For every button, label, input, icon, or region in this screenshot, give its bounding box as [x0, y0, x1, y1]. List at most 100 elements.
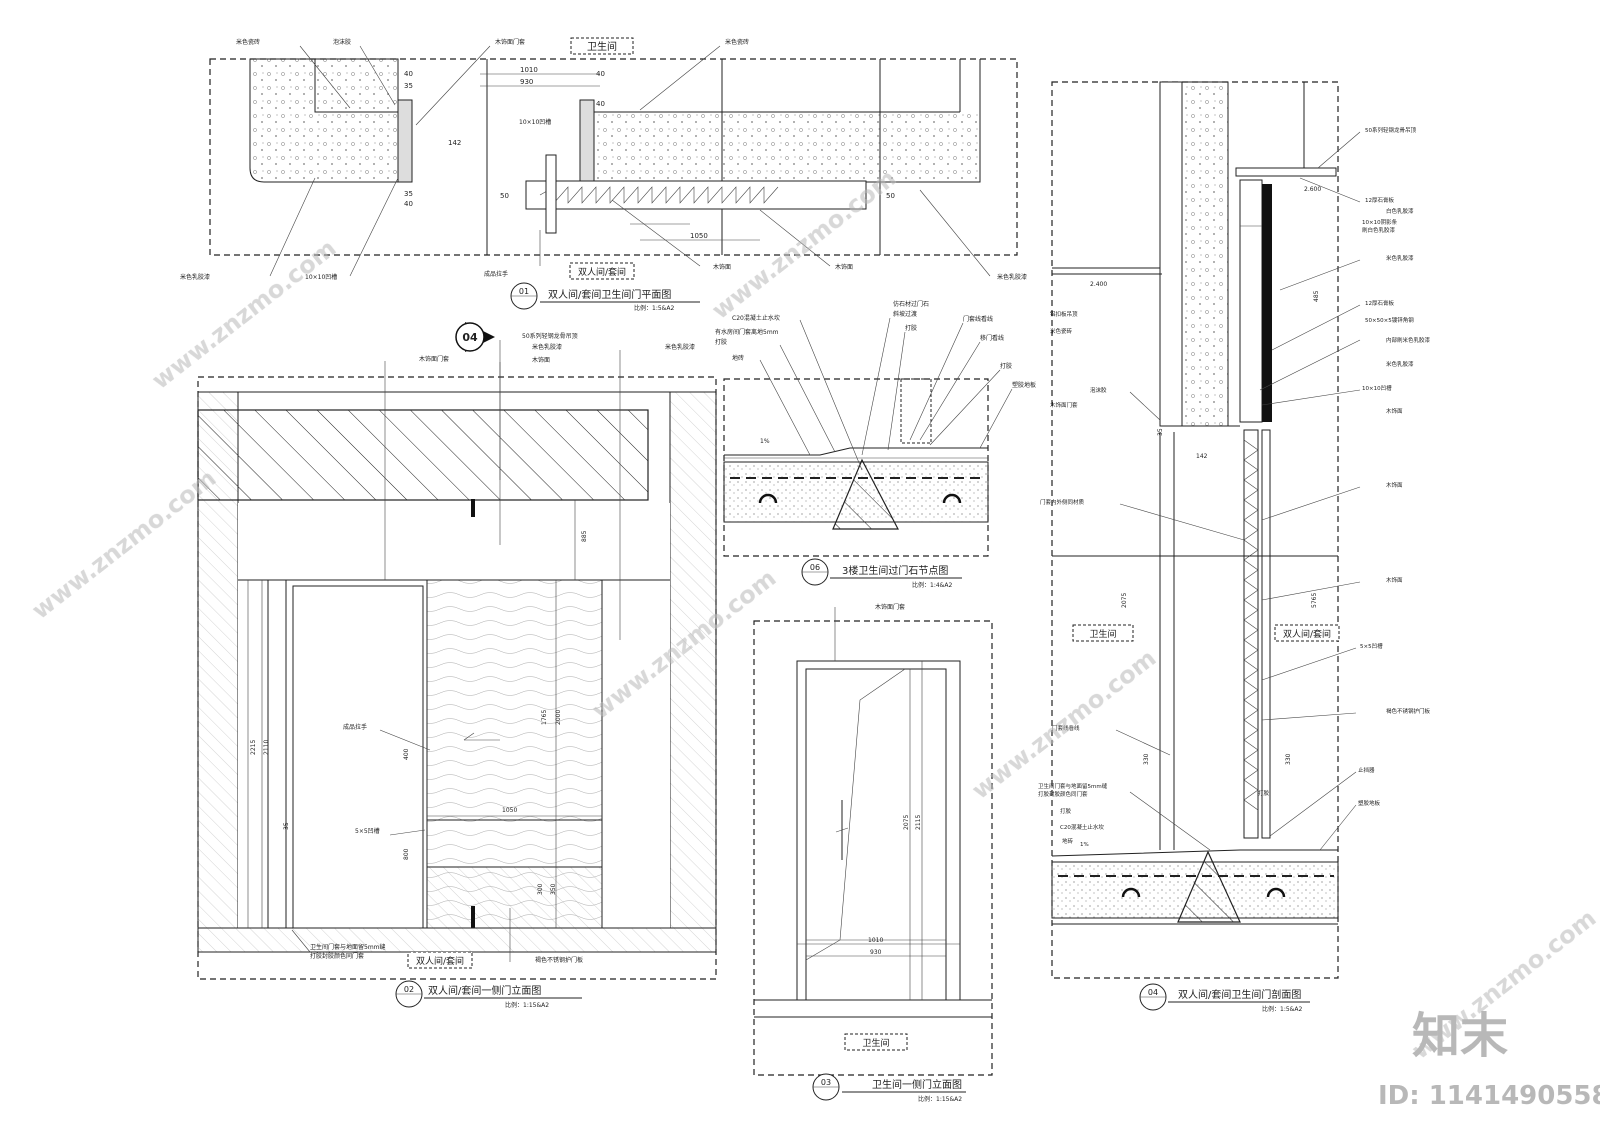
svg-text:1010: 1010: [868, 937, 883, 944]
section-04-notes-left: 铝扣板吊顶 米色瓷砖 泡沫胶 木饰面门套 门套内外侧同材质 门套线看线 卫生间门…: [1038, 310, 1270, 848]
svg-text:米色瓷砖: 米色瓷砖: [1050, 327, 1073, 335]
svg-text:木饰面: 木饰面: [1386, 576, 1403, 584]
title-block-04: 04 双人间/套间卫生间门剖面图 比例：1:5&A2: [1139, 983, 1310, 1013]
svg-text:双人间/套间卫生间门剖面图: 双人间/套间卫生间门剖面图: [1178, 988, 1301, 1001]
title-block-01: 01 双人间/套间卫生间门平面图 比例：1:5&A2: [510, 282, 700, 312]
svg-text:知末: 知末: [1412, 1008, 1508, 1064]
svg-text:www.znzmo.com: www.znzmo.com: [26, 464, 221, 625]
svg-text:3楼卫生间过门石节点图: 3楼卫生间过门石节点图: [842, 564, 948, 577]
svg-text:485: 485: [1313, 290, 1320, 302]
svg-text:止挡器: 止挡器: [1358, 766, 1375, 774]
plan-drawing-01: [209, 58, 1018, 256]
svg-text:2.400: 2.400: [1090, 281, 1107, 288]
svg-text:斜坡过渡: 斜坡过渡: [893, 310, 917, 318]
svg-text:885: 885: [581, 530, 588, 542]
svg-text:打胶: 打胶: [715, 338, 727, 346]
svg-text:50系列轻钢龙骨吊顶: 50系列轻钢龙骨吊顶: [522, 332, 578, 340]
svg-text:400: 400: [403, 748, 410, 760]
plan-notes: 米色瓷砖 泡沫胶 木饰面门套 米色瓷砖 10×10凹槽 米色乳胶漆 10×10凹…: [180, 38, 1027, 281]
svg-text:卫生间: 卫生间: [1089, 628, 1116, 640]
svg-text:10×10凹槽: 10×10凹槽: [1362, 384, 1392, 392]
svg-text:打胶封胶颜色同门套: 打胶封胶颜色同门套: [310, 952, 364, 960]
svg-text:50×50×5镀锌角钢: 50×50×5镀锌角钢: [1365, 316, 1414, 324]
svg-text:06: 06: [810, 563, 820, 572]
svg-text:03: 03: [821, 1078, 831, 1087]
svg-text:打胶: 打胶: [905, 324, 917, 332]
svg-text:褐色不锈钢护门板: 褐色不锈钢护门板: [1386, 707, 1431, 715]
svg-text:木饰面门套: 木饰面门套: [875, 603, 905, 611]
svg-text:35: 35: [1157, 428, 1164, 436]
section-04-dimensions: 2.600 2.400 142 35 485 2075 5765 330 330: [1090, 186, 1321, 765]
svg-text:www.znzmo.com: www.znzmo.com: [966, 644, 1161, 805]
svg-text:1%: 1%: [1080, 842, 1089, 848]
svg-text:打胶: 打胶: [1000, 362, 1012, 370]
svg-text:米色乳胶漆: 米色乳胶漆: [180, 273, 210, 281]
svg-text:2110: 2110: [263, 740, 270, 755]
svg-text:350: 350: [550, 883, 557, 895]
svg-text:04: 04: [1148, 988, 1158, 997]
svg-text:内部刷米色乳胶漆: 内部刷米色乳胶漆: [1386, 336, 1431, 344]
svg-text:ID: 1141490558: ID: 1141490558: [1378, 1081, 1600, 1111]
elev03-room-label: 卫生间: [844, 1033, 908, 1051]
svg-text:10×10凹槽: 10×10凹槽: [305, 273, 337, 281]
svg-text:930: 930: [520, 78, 533, 86]
svg-text:双人间/套间卫生间门平面图: 双人间/套间卫生间门平面图: [548, 288, 671, 301]
svg-text:40: 40: [596, 70, 605, 78]
svg-text:2075: 2075: [1121, 593, 1128, 608]
svg-text:木饰面: 木饰面: [1386, 407, 1403, 415]
svg-text:木饰面: 木饰面: [532, 356, 550, 364]
svg-text:双人间/套间: 双人间/套间: [416, 955, 464, 967]
svg-text:2215: 2215: [250, 740, 257, 755]
elevation-03-dimensions: 1010 930 2075 2115: [868, 815, 922, 956]
svg-text:移门看线: 移门看线: [980, 334, 1004, 342]
svg-text:木饰面门套: 木饰面门套: [419, 355, 449, 363]
plan-dimensions: 40 35 142 35 40 1010 930 40 40 50 1050 5…: [404, 66, 895, 240]
svg-text:门套内外侧同材质: 门套内外侧同材质: [1040, 498, 1085, 506]
svg-text:双人间/套间一侧门立面图: 双人间/套间一侧门立面图: [428, 984, 541, 997]
svg-text:比例：1:15&A2: 比例：1:15&A2: [918, 1095, 962, 1103]
title-block-03: 03 卫生间一侧门立面图 比例：1:15&A2: [812, 1073, 966, 1103]
svg-text:1765: 1765: [541, 710, 548, 725]
svg-text:35: 35: [404, 82, 413, 90]
svg-text:50系列轻钢龙骨吊顶: 50系列轻钢龙骨吊顶: [1365, 126, 1416, 134]
svg-text:01: 01: [519, 287, 529, 296]
svg-text:塑胶地板: 塑胶地板: [1012, 381, 1036, 389]
svg-text:比例：1:4&A2: 比例：1:4&A2: [912, 581, 952, 589]
logo-watermark: 知末 ID: 1141490558: [1378, 1008, 1600, 1111]
room-label-double-suite: 双人间/套间: [578, 266, 626, 278]
svg-text:木饰面门套: 木饰面门套: [495, 38, 525, 46]
svg-text:卫生间: 卫生间: [862, 1037, 889, 1049]
svg-text:塑胶地板: 塑胶地板: [1358, 799, 1381, 807]
svg-text:米色瓷砖: 米色瓷砖: [725, 38, 749, 46]
svg-text:C20混凝土止水坎: C20混凝土止水坎: [732, 314, 780, 322]
svg-text:330: 330: [1285, 753, 1292, 765]
svg-text:1010: 1010: [520, 66, 538, 74]
svg-text:米色乳胶漆: 米色乳胶漆: [997, 273, 1027, 281]
svg-text:1050: 1050: [690, 232, 708, 240]
svg-text:泡沫胶: 泡沫胶: [333, 38, 351, 46]
elevation-02-dimensions: 2215 2110 400 1050 800 300 350 885 1765 …: [250, 530, 588, 895]
svg-text:40: 40: [404, 70, 413, 78]
svg-text:木饰面门套: 木饰面门套: [1050, 401, 1078, 409]
svg-text:1050: 1050: [502, 807, 517, 814]
svg-text:10×10凹槽: 10×10凹槽: [519, 118, 551, 126]
svg-text:成品拉手: 成品拉手: [343, 723, 367, 731]
svg-text:打胶: 打胶: [1060, 807, 1072, 815]
svg-text:木饰面: 木饰面: [835, 263, 853, 271]
svg-text:C20混凝土止水坎: C20混凝土止水坎: [1060, 823, 1104, 831]
elevation-02-leaders: [291, 340, 621, 962]
node-drawing-06: [723, 378, 989, 557]
plan-labels: 卫生间 双人间/套间: [569, 37, 635, 280]
svg-text:50: 50: [500, 192, 509, 200]
svg-text:木饰面: 木饰面: [713, 263, 731, 271]
svg-text:40: 40: [596, 100, 605, 108]
svg-text:卫生间门套与地面留5mm缝: 卫生间门套与地面留5mm缝: [310, 943, 386, 951]
section-drawing-04: [1051, 81, 1339, 979]
svg-text:50: 50: [886, 192, 895, 200]
sec04-room-labels: 卫生间 双人间/套间: [1072, 624, 1340, 642]
svg-text:35: 35: [404, 190, 413, 198]
svg-text:5765: 5765: [1311, 593, 1318, 608]
svg-text:卫生间一侧门立面图: 卫生间一侧门立面图: [872, 1078, 962, 1091]
svg-text:142: 142: [1196, 453, 1208, 460]
